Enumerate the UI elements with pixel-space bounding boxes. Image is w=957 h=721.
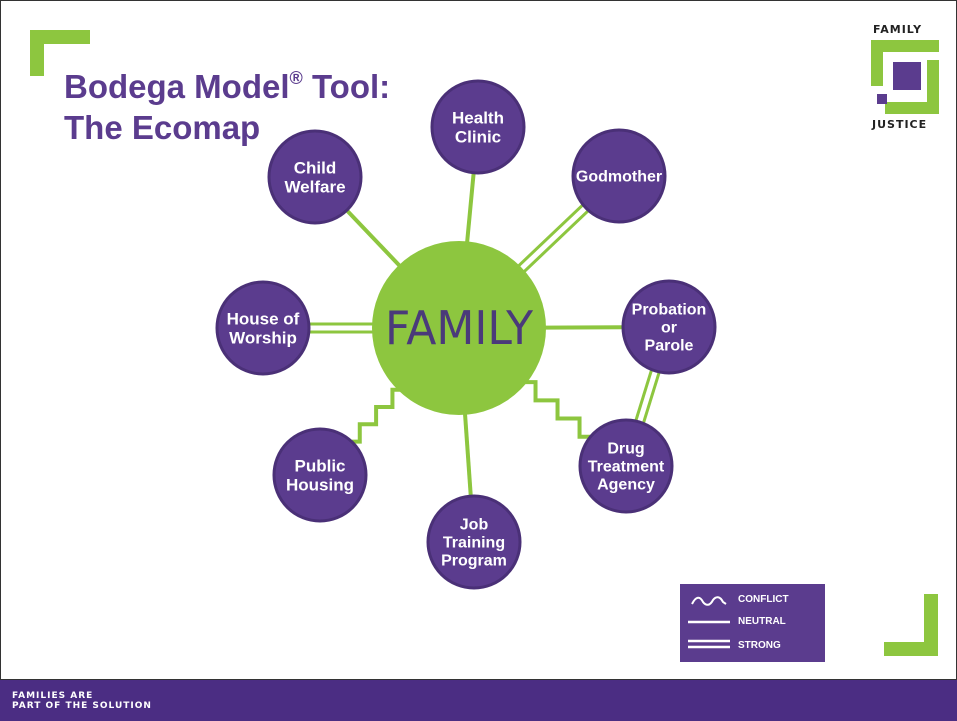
ecomap-nodes: HealthClinicGodmotherProbationorParoleDr… bbox=[215, 79, 717, 590]
link-probation-parole-drug-treatment bbox=[634, 369, 661, 424]
legend-strong-label: STRONG bbox=[738, 640, 781, 651]
node-probation-parole-label-1: or bbox=[661, 320, 677, 337]
corner-bracket-bottom-right bbox=[884, 594, 938, 656]
node-drug-treatment-label-2: Agency bbox=[597, 477, 655, 494]
node-godmother-circle bbox=[571, 128, 667, 224]
link-family-child-welfare bbox=[345, 208, 402, 268]
legend-conflict-icon bbox=[691, 596, 727, 606]
node-house-of-worship-label-1: Worship bbox=[229, 328, 297, 347]
node-child-welfare-circle bbox=[267, 129, 363, 225]
ecomap-diagram: FAMILY HealthClinicGodmotherProbationorP… bbox=[215, 79, 717, 590]
link-family-job-training bbox=[462, 412, 473, 497]
node-probation-parole-label-0: Probation bbox=[632, 302, 707, 319]
footer-line1: FAMILIES ARE bbox=[12, 691, 94, 701]
link-family-public-housing bbox=[351, 387, 401, 444]
link-family-godmother bbox=[516, 203, 590, 274]
footer-bar bbox=[0, 680, 957, 721]
title-line1-suffix: Tool: bbox=[302, 68, 391, 105]
footer-tagline: FAMILIES ARE PART OF THE SOLUTION bbox=[12, 691, 152, 711]
family-center-circle bbox=[372, 241, 546, 415]
node-public-housing-label-1: Housing bbox=[286, 475, 354, 494]
node-job-training-label-0: Job bbox=[460, 517, 489, 534]
node-health-clinic-label-1: Clinic bbox=[455, 127, 501, 146]
logo-mark-icon bbox=[871, 40, 939, 114]
legend-neutral-icon bbox=[688, 620, 730, 624]
title-line1: Bodega Model bbox=[64, 68, 290, 105]
node-job-training-label-1: Training bbox=[443, 535, 505, 552]
corner-bracket-top-left bbox=[30, 30, 90, 76]
family-center-label: FAMILY bbox=[385, 301, 534, 355]
legend-strong-icon bbox=[688, 639, 730, 649]
registered-mark: ® bbox=[289, 68, 303, 88]
node-drug-treatment-circle bbox=[578, 418, 674, 514]
family-center: FAMILY bbox=[372, 241, 546, 415]
node-child-welfare-label-1: Welfare bbox=[284, 177, 345, 196]
node-health-clinic-circle bbox=[430, 79, 526, 175]
node-public-housing-label-0: Public bbox=[294, 456, 345, 475]
node-house-of-worship-label-0: House of bbox=[227, 309, 300, 328]
node-drug-treatment-label-0: Drug bbox=[607, 441, 644, 458]
node-godmother-label-0: Godmother bbox=[576, 169, 662, 186]
node-public-housing-circle bbox=[272, 427, 368, 523]
node-drug-treatment-label-1: Treatment bbox=[588, 459, 665, 476]
footer-line2: PART OF THE SOLUTION bbox=[12, 701, 152, 711]
node-job-training-label-2: Program bbox=[441, 553, 507, 570]
link-family-health-clinic bbox=[465, 172, 476, 244]
node-health-clinic-label-0: Health bbox=[452, 108, 504, 127]
link-family-drug-treatment bbox=[524, 380, 591, 439]
logo-word-justice: JUSTICE bbox=[872, 118, 928, 131]
node-job-training-circle bbox=[426, 494, 522, 590]
legend-conflict-label: CONFLICT bbox=[738, 594, 789, 605]
node-probation-parole-circle bbox=[621, 279, 717, 375]
node-child-welfare-label-0: Child bbox=[294, 158, 337, 177]
logo-word-family: FAMILY bbox=[873, 23, 923, 36]
legend-neutral-label: NEUTRAL bbox=[738, 616, 786, 627]
node-probation-parole-label-2: Parole bbox=[645, 338, 694, 355]
link-family-house-of-worship bbox=[309, 322, 374, 334]
title-line2: The Ecomap bbox=[64, 109, 261, 146]
legend: CONFLICT NEUTRAL STRONG bbox=[680, 584, 825, 662]
node-godmother: Godmother bbox=[571, 128, 667, 224]
slide-title: Bodega Model® Tool: The Ecomap bbox=[64, 60, 390, 148]
node-house-of-worship-circle bbox=[215, 280, 311, 376]
ecomap-links bbox=[309, 172, 661, 497]
